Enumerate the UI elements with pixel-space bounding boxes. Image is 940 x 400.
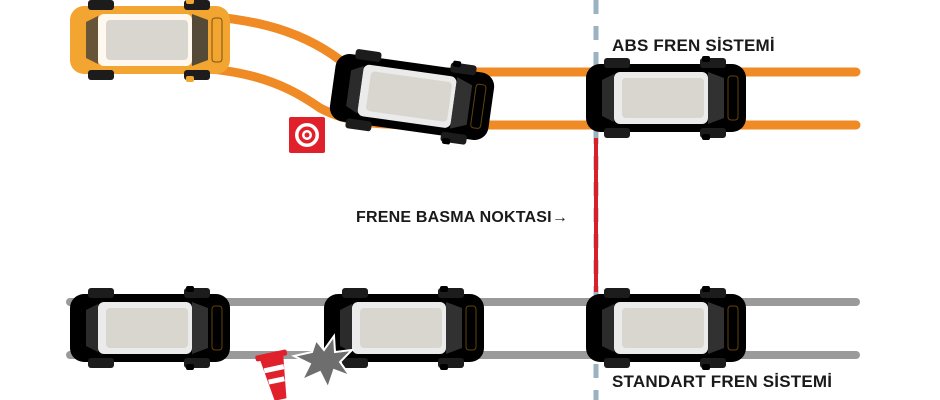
standard-car-1 (69, 285, 231, 371)
target-icon (289, 117, 325, 153)
abs-car-2 (326, 43, 498, 151)
brake-point-label: FRENE BASMA NOKTASI→ (356, 209, 568, 227)
abs-system-label: ABS FREN SİSTEMİ (612, 36, 775, 55)
abs-car-3 (585, 55, 747, 141)
standard-car-3 (585, 285, 747, 371)
abs-car-1: .abs .body{fill:#f2a531;stroke:#8c5c12;s… (69, 0, 231, 83)
impact-burst-icon (291, 333, 355, 391)
brake-point-arrow: → (551, 209, 569, 226)
brake-point-text: FRENE BASMA NOKTASI (356, 209, 552, 226)
traffic-cone-icon (255, 349, 288, 400)
standard-car-2 (323, 285, 485, 371)
standard-system-label: STANDART FREN SİSTEMİ (612, 372, 833, 391)
